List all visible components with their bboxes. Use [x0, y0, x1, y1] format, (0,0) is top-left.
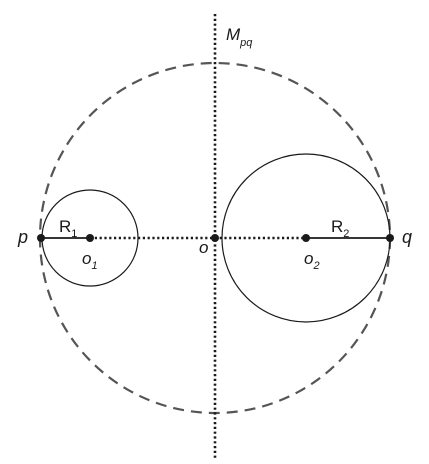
label-m-subscript: pq — [239, 37, 253, 49]
label-o2-subscript: 2 — [312, 260, 319, 272]
label-r1-subscript: 1 — [71, 228, 77, 240]
label-o1: o1 — [82, 249, 98, 272]
label-q: q — [402, 227, 412, 247]
label-o: o — [199, 238, 208, 257]
label-o1-subscript: 1 — [91, 260, 97, 272]
label-r2: R2 — [331, 217, 349, 240]
point-q — [386, 234, 394, 242]
label-m: Mpq — [226, 25, 253, 49]
point-o1 — [86, 234, 94, 242]
label-o2: o2 — [304, 249, 320, 272]
point-o — [211, 234, 219, 242]
label-p: p — [17, 227, 28, 247]
point-p — [37, 234, 45, 242]
label-r2-subscript: 2 — [343, 228, 349, 240]
label-r1: R1 — [59, 217, 77, 240]
point-o2 — [302, 234, 310, 242]
